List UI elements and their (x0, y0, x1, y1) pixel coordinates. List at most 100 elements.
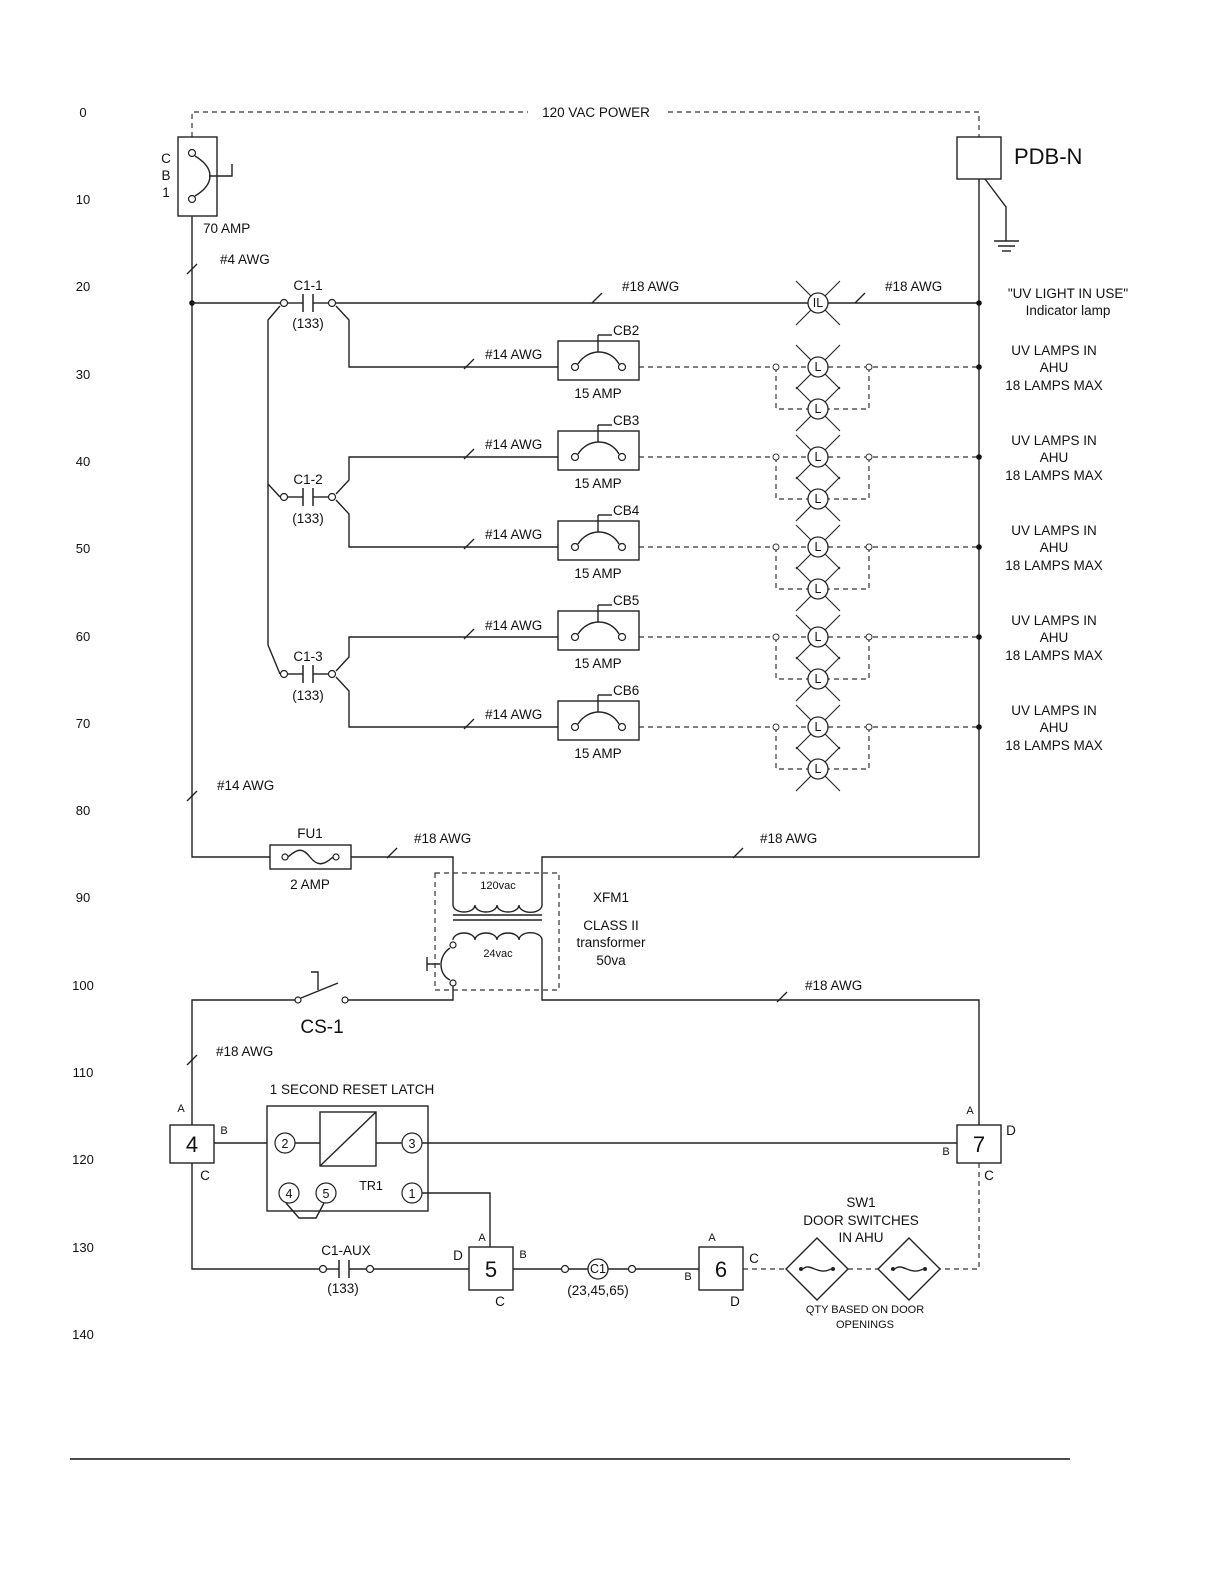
branch-wire-label: #14 AWG (485, 347, 542, 362)
breaker-rating: 15 AMP (574, 566, 621, 581)
breaker-label: CB3 (613, 413, 639, 428)
cs-label: CS-1 (300, 1017, 343, 1038)
cb1-rating: 70 AMP (203, 221, 250, 236)
indicator-lamp: IL (795, 280, 841, 326)
xfm-line3: transformer (576, 935, 646, 950)
lamp-group-line3: 18 LAMPS MAX (1005, 468, 1103, 483)
lamp-group-line1: UV LAMPS IN (1011, 703, 1097, 718)
block-number: 7 (973, 1132, 985, 1157)
row-number: 80 (76, 803, 90, 818)
fuse-rating: 2 AMP (290, 877, 330, 892)
latch-pin: 3 (409, 1137, 416, 1151)
contact-ref: (133) (292, 511, 324, 526)
breaker-rating: 15 AMP (574, 746, 621, 761)
pdb-label: PDB-N (1014, 144, 1082, 169)
breaker-rating: 15 AMP (574, 656, 621, 671)
branch-wire-label: #14 AWG (485, 707, 542, 722)
block-pin: D (730, 1294, 740, 1309)
wire-label-il-left: #18 AWG (622, 279, 679, 294)
block-pin: A (478, 1232, 486, 1244)
sw-line2: DOOR SWITCHES (803, 1213, 919, 1228)
contact-c1-2: C1-2 (133) (279, 472, 337, 526)
lamp-group-line1: UV LAMPS IN (1011, 523, 1097, 538)
block-pin: B (942, 1146, 949, 1158)
block-pin: A (966, 1105, 974, 1117)
lamp-symbol: L (815, 720, 822, 734)
block-number: 4 (186, 1132, 198, 1157)
branch-cb6: #14 AWG CB6 15 AMP L L UV LAMPS IN AHU 1… (335, 676, 1103, 792)
power-feed: 120 VAC POWER (191, 105, 980, 137)
lamp-symbol: L (815, 630, 822, 644)
latch-name: TR1 (359, 1179, 383, 1193)
fuse-fu1: FU1 2 AMP (269, 826, 352, 892)
xfm-line4: 50va (596, 953, 626, 968)
wire-label-cs-out: #18 AWG (216, 1044, 273, 1059)
terminal-block-6: 6 A B C D (684, 1232, 759, 1309)
row-number: 0 (79, 105, 86, 120)
lamp-group-line3: 18 LAMPS MAX (1005, 378, 1103, 393)
lamp-group-line1: UV LAMPS IN (1011, 433, 1097, 448)
block-pin: C (495, 1294, 505, 1309)
lamp-group-line2: AHU (1040, 540, 1069, 555)
breaker-rating: 15 AMP (574, 476, 621, 491)
coil-label: C1 (590, 1262, 606, 1276)
lamp-group-line2: AHU (1040, 630, 1069, 645)
block-pin: A (708, 1232, 716, 1244)
lamp-group-line1: UV LAMPS IN (1011, 343, 1097, 358)
coil-ref: (23,45,65) (567, 1283, 629, 1298)
wire-label-main: #4 AWG (220, 252, 270, 267)
row-number: 100 (72, 978, 94, 993)
breaker-label: CB5 (613, 593, 639, 608)
block-pin: B (519, 1249, 526, 1261)
lamp-symbol: L (815, 492, 822, 506)
block-pin: D (453, 1248, 463, 1263)
branch-wire-label: #14 AWG (485, 437, 542, 452)
branch-cb3: #14 AWG CB3 15 AMP L L UV LAMPS IN AHU 1… (335, 413, 1103, 522)
contact-c1-aux: C1-AUX (133) (318, 1243, 375, 1296)
aux-ref: (133) (327, 1281, 359, 1296)
breaker-rating: 15 AMP (574, 386, 621, 401)
contact-ref: (133) (292, 316, 324, 331)
row-number: 60 (76, 629, 90, 644)
sw-note1: QTY BASED ON DOOR (806, 1304, 924, 1316)
block-pin: A (177, 1103, 185, 1115)
xfm-secondary: 24vac (483, 948, 513, 960)
row-number: 30 (76, 367, 90, 382)
indicator-text-line1: "UV LIGHT IN USE" (1008, 286, 1129, 301)
breaker-label: CB4 (613, 503, 640, 518)
power-label: 120 VAC POWER (542, 105, 650, 120)
lamp-group-line3: 18 LAMPS MAX (1005, 738, 1103, 753)
row-number: 140 (72, 1327, 94, 1342)
wire-label-sec-return: #18 AWG (805, 978, 862, 993)
lamp-symbol: L (815, 672, 822, 686)
sw-line3: IN AHU (838, 1230, 883, 1245)
latch-pin: 2 (282, 1137, 289, 1151)
lamp-group-line3: 18 LAMPS MAX (1005, 558, 1103, 573)
xfm-line2: CLASS II (583, 918, 639, 933)
row-number: 110 (73, 1065, 94, 1080)
block-number: 6 (715, 1257, 727, 1282)
terminal-block-4: 4 A B C (169, 1103, 228, 1183)
transformer-xfm1: 120vac 24vac XFM1 CLASS II transformer 5… (426, 872, 980, 1125)
lamp-symbol: L (815, 762, 822, 776)
contact-label: C1-2 (293, 472, 322, 487)
indicator-symbol: IL (813, 296, 823, 310)
contact-ref: (133) (292, 688, 324, 703)
coil-c1: C1 (23,45,65) (560, 1258, 637, 1298)
wire-label-ctrl-feed: #14 AWG (217, 778, 274, 793)
left-bus (191, 216, 270, 858)
lamp-symbol: L (815, 450, 822, 464)
pdb-n-block: PDB-N (956, 136, 1082, 252)
branch-cb2: #14 AWG CB2 15 AMP L L UV LAMPS IN AHU 1… (463, 323, 1103, 432)
block-pin: C (749, 1251, 759, 1266)
row-number: 90 (76, 890, 90, 905)
block-pin: B (684, 1271, 691, 1283)
branch-cb4: #14 AWG CB4 15 AMP L L UV LAMPS IN AHU 1… (335, 499, 1103, 612)
branch-wire-label: #14 AWG (485, 618, 542, 633)
block-pin: C (200, 1168, 210, 1183)
latch-pin: 4 (286, 1187, 293, 1201)
row-number: 50 (76, 541, 90, 556)
wire-label-fu-out: #18 AWG (414, 831, 471, 846)
